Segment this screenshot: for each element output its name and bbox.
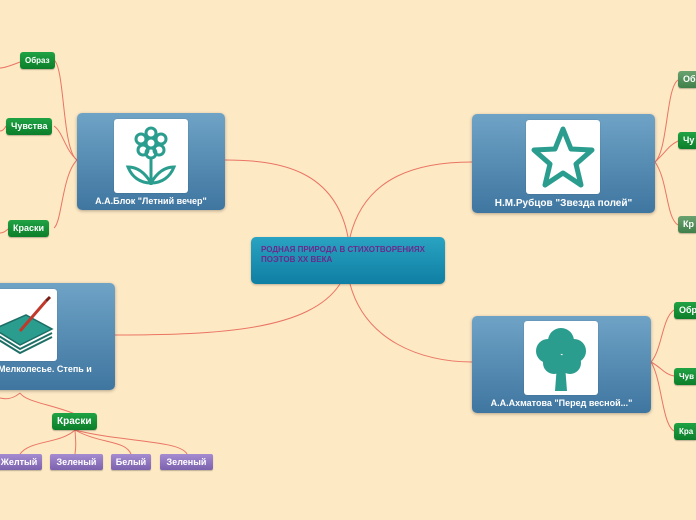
link-colors-yellow [19,429,76,455]
link-left-stub [0,392,21,400]
topic-akhmatova[interactable]: А.А.Ахматова "Перед весной..." [472,316,651,413]
link-center-blok [224,159,349,238]
topic-left-label: Мелколесье. Степь и [0,364,92,374]
book-icon [0,289,57,361]
topic-akhmatova-label: А.А.Ахматова "Перед весной..." [490,398,633,408]
tag-akhmatova-image[interactable]: Обр [674,302,696,319]
tag-rubtsov-feelings[interactable]: Чу [678,132,696,149]
link-center-rubtsov [349,161,473,238]
link-colors-green2 [74,429,188,455]
link-akhmatova-image [650,309,675,363]
link-akhmatova-feelings [650,361,675,377]
link-image-stub [0,61,21,69]
link-rubtsov-feelings [654,140,679,163]
color-word-green-2[interactable]: Зеленый [160,454,213,470]
topic-rubtsov-label: Н.М.Рубцов "Звезда полей" [494,198,633,209]
tag-blok-image[interactable]: Образ [20,52,55,69]
link-colors-stub [0,228,9,234]
link-feelings-stub [0,125,7,132]
tag-blok-feelings[interactable]: Чувства [6,118,53,135]
tag-akhmatova-feelings[interactable]: Чув [674,368,696,385]
link-colors-white [74,429,132,455]
flower-icon [114,119,188,193]
tag-left-colors[interactable]: Краски [52,413,97,430]
tag-blok-colors[interactable]: Краски [8,220,50,237]
link-center-akhmatova [349,283,473,363]
color-word-white[interactable]: Белый [111,454,151,470]
link-blok-feelings [53,125,78,161]
tree-icon [524,321,598,395]
topic-blok[interactable]: А.А.Блок "Летний вечер" [77,113,225,210]
topic-left[interactable]: Мелколесье. Степь и [0,283,115,390]
link-blok-colors [53,159,78,229]
central-topic[interactable]: РОДНАЯ ПРИРОДА В СТИХОТВОРЕНИЯХ ПОЭТОВ X… [251,237,445,284]
tag-akhmatova-colors[interactable]: Кра [674,423,696,440]
color-word-green-1[interactable]: Зеленый [50,454,103,470]
link-center-left [114,283,341,336]
topic-rubtsov[interactable]: Н.М.Рубцов "Звезда полей" [472,114,655,213]
tag-rubtsov-colors[interactable]: Кр [678,216,696,233]
link-colors-green1 [74,429,77,455]
tag-rubtsov-image[interactable]: Об [678,71,696,88]
link-rubtsov-image [654,79,679,163]
link-left-colors [19,392,76,415]
link-akhmatova-colors [650,361,675,432]
link-rubtsov-colors [654,161,679,226]
topic-blok-label: А.А.Блок "Летний вечер" [95,196,207,206]
link-blok-image [53,59,78,161]
star-icon [526,120,600,194]
color-word-yellow[interactable]: Желтый [0,454,42,470]
central-topic-title: РОДНАЯ ПРИРОДА В СТИХОТВОРЕНИЯХ ПОЭТОВ X… [261,245,425,264]
